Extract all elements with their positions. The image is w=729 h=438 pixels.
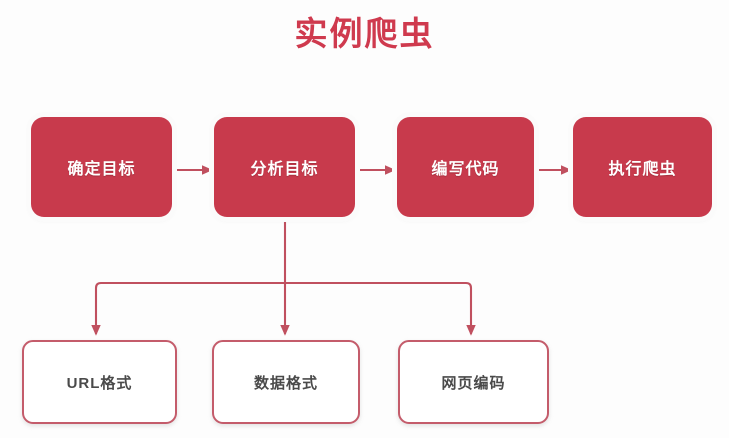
detail-box-1-label: URL格式 [66, 374, 133, 392]
branch-left [91, 281, 285, 336]
detail-box-2[interactable]: 数据格式 [212, 340, 360, 424]
process-box-1-label: 确定目标 [67, 161, 136, 178]
process-box-1[interactable]: 确定目标 [31, 117, 172, 217]
process-box-4[interactable]: 执行爬虫 [573, 117, 712, 217]
process-box-4-label: 执行爬虫 [608, 161, 677, 178]
process-box-2-label: 分析目标 [250, 161, 319, 178]
detail-box-1[interactable]: URL格式 [22, 340, 177, 424]
detail-box-3[interactable]: 网页编码 [398, 340, 549, 424]
branch-right [285, 281, 476, 336]
process-box-3-label: 编写代码 [431, 161, 500, 178]
detail-box-2-label: 数据格式 [253, 374, 318, 392]
page-title: 实例爬虫 [294, 15, 435, 52]
process-box-3[interactable]: 编写代码 [397, 117, 534, 217]
detail-box-3-label: 网页编码 [441, 374, 506, 392]
process-box-2[interactable]: 分析目标 [214, 117, 355, 217]
